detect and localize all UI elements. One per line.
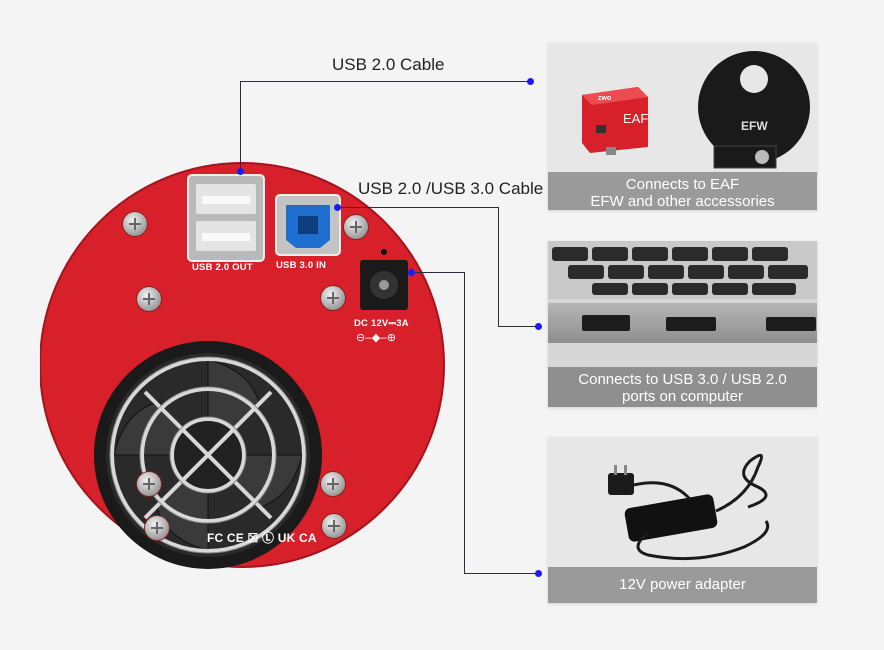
key [632,247,668,261]
accessories-illustration [582,51,810,169]
connector-dot [535,323,542,330]
screw [145,516,169,540]
computer-ports-card: Connects to USB 3.0 / USB 2.0 ports on c… [548,241,817,407]
usb2-cable-label: USB 2.0 Cable [332,55,445,74]
usb2-cable-line [240,81,530,82]
key [712,247,748,261]
caption-line-2: EFW and other accessories [590,193,775,210]
power-cable-line-vertical [464,272,465,574]
dc-polarity-symbol: ⊖–◆–⊕ [356,332,397,344]
key [712,283,748,295]
screw [137,287,161,311]
connector-dot [527,78,534,85]
fan-guard [110,357,306,553]
key [672,283,708,295]
key [632,283,668,295]
key [752,283,796,295]
connector-dot [535,570,542,577]
certification-marks: FC CE ☒ Ⓛ UK CA [207,531,317,545]
accessories-caption: Connects to EAF EFW and other accessorie… [548,172,817,210]
connector-dot [334,204,341,211]
power-cable-line [411,272,465,273]
key [768,265,808,279]
screw [123,212,147,236]
key [608,265,644,279]
usb23-cable-line [337,207,499,208]
power-adapter-illustration [608,453,770,561]
usb-port [666,317,716,331]
dc-label: DC 12V⎓3A [354,318,409,329]
usb23-cable-line-vertical [498,207,499,326]
key [648,265,684,279]
caption-line-1: Connects to USB 3.0 / USB 2.0 [578,371,787,388]
computer-ports-caption: Connects to USB 3.0 / USB 2.0 ports on c… [548,367,817,407]
camera-illustration [40,162,445,569]
usb2-cable-line-vertical [240,81,241,171]
screw [137,472,161,496]
usb23-cable-label: USB 2.0 /USB 3.0 Cable [358,179,544,198]
screw [322,514,346,538]
key [592,247,628,261]
connector-dot [408,269,415,276]
caption-line-1: Connects to EAF [625,176,740,193]
key [672,247,708,261]
usb3-in-label: USB 3.0 IN [276,260,327,271]
usb-port [766,317,816,331]
eaf-brand-text: zwo [598,95,612,102]
key [728,265,764,279]
power-adapter-caption: 12V power adapter [548,567,817,603]
caption-line-1: 12V power adapter [619,576,746,593]
efw-text: EFW [741,119,768,133]
accessories-card: zwo EAF EFW Connects to EAF EFW and othe… [548,43,817,210]
key [752,247,788,261]
connector-dot [237,168,244,175]
hdmi-port [582,315,630,331]
power-cable-line-end [464,573,538,574]
screw [321,472,345,496]
key [688,265,724,279]
key [592,283,628,295]
screw [321,286,345,310]
usb23-cable-line-end [498,326,538,327]
screw [344,215,368,239]
key [568,265,604,279]
eaf-text: EAF [623,111,649,126]
power-adapter-card: 12V power adapter [548,437,817,603]
caption-line-2: ports on computer [622,388,743,405]
usb2-out-label: USB 2.0 OUT [192,262,253,273]
key [552,247,588,261]
